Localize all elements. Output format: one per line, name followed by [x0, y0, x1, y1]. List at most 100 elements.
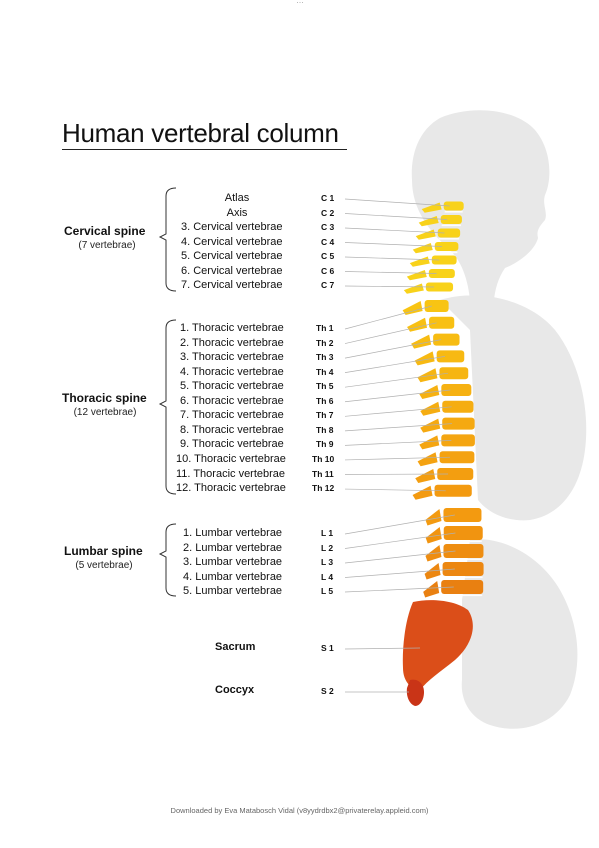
- lumbar-disc-2: [444, 540, 482, 543]
- thoracic-vertebra-process-2: [407, 317, 428, 332]
- thoracic-disc-5: [440, 379, 468, 382]
- thoracic-vertebra-body-8: [442, 417, 475, 430]
- cervical-code-7: C 7: [321, 280, 335, 290]
- cervical-label-6: 6. Cervical vertebrae: [181, 264, 283, 277]
- thoracic-disc-12: [435, 497, 471, 499]
- thoracic-leader-12: [344, 488, 446, 492]
- cervical-leader-5: [344, 256, 440, 261]
- thoracic-leader-6: [344, 389, 451, 403]
- thoracic-disc-10: [440, 463, 474, 466]
- thoracic-code-11: Th 11: [312, 468, 334, 479]
- lumbar-code-1: L 1: [321, 528, 334, 538]
- thoracic-code-4: Th 4: [316, 366, 334, 377]
- cervical-disc-5: [432, 265, 456, 267]
- lumbar-vertebra-process-4: [424, 563, 441, 580]
- thoracic-label-8: 8. Thoracic vertebrae: [180, 423, 284, 436]
- thoracic-vertebra-process-3: [411, 334, 432, 349]
- thoracic-disc-8: [443, 430, 474, 432]
- body-silhouette: [411, 110, 587, 729]
- cervical-bracket: [158, 187, 177, 292]
- title-underline: [62, 149, 347, 150]
- ribcage-silhouette: [440, 295, 587, 521]
- thoracic-vertebra-process-8: [420, 418, 441, 433]
- thoracic-disc-2: [430, 329, 454, 331]
- thoracic-label-5: 5. Thoracic vertebrae: [180, 380, 284, 393]
- thoracic-label-12: 12. Thoracic vertebrae: [176, 482, 286, 495]
- cervical-disc-1: [444, 211, 463, 213]
- thoracic-label-2: 2. Thoracic vertebrae: [180, 336, 284, 349]
- lumbar-label-1: 1. Lumbar vertebrae: [183, 527, 283, 539]
- thoracic-label-10: 10. Thoracic vertebrae: [176, 452, 286, 465]
- thoracic-leader-5: [344, 372, 449, 388]
- thoracic-vertebra-body-1: [424, 300, 449, 312]
- thoracic-vertebra-process-12: [412, 485, 433, 500]
- thoracic-vertebra-body-2: [429, 316, 455, 329]
- lumbar-vertebra-body-5: [441, 580, 484, 594]
- lumbar-disc-3: [444, 558, 483, 561]
- cervical-group-count: (7 vertebrae): [78, 240, 136, 251]
- lumbar-label-4: 4. Lumbar vertebrae: [183, 570, 283, 583]
- cervical-vertebra-body-1: [443, 201, 464, 211]
- thoracic-code-7: Th 7: [316, 410, 334, 421]
- cervical-vertebra-process-3: [415, 229, 436, 240]
- cervical-vertebra-process-4: [412, 243, 433, 254]
- lumbar-disc-5: [442, 594, 483, 597]
- cervical-vertebra-body-7: [425, 282, 454, 292]
- thoracic-vertebra-body-6: [441, 384, 472, 396]
- cervical-leader-4: [344, 242, 442, 247]
- cervical-disc-4: [435, 251, 458, 254]
- thoracic-vertebra-process-9: [419, 435, 440, 450]
- thoracic-label-9: 9. Thoracic vertebrae: [180, 438, 284, 451]
- sacrum-code: S 1: [321, 643, 334, 653]
- cervical-code-1: C 1: [321, 193, 335, 203]
- lumbar-group-count: (5 vertebrae): [75, 560, 133, 571]
- cervical-code-5: C 5: [321, 251, 335, 261]
- thoracic-group-count: (12 vertebrae): [73, 407, 137, 418]
- thoracic-label-6: 6. Thoracic vertebrae: [180, 394, 284, 407]
- cervical-code-2: C 2: [321, 207, 335, 218]
- cervical-vertebra-process-7: [403, 283, 424, 294]
- lumbar-leader-3: [344, 550, 456, 564]
- page-title: Human vertebral column: [62, 118, 339, 148]
- lumbar-code-3: L 3: [321, 557, 334, 567]
- lumbar-leader-4: [344, 568, 455, 578]
- cervical-vertebra-body-2: [440, 215, 462, 224]
- thoracic-vertebra-process-10: [417, 452, 438, 467]
- lumbar-leader-1: [344, 514, 455, 535]
- cervical-leader-1: [344, 198, 450, 207]
- lumbar-label-5: 5. Lumbar vertebrae: [183, 585, 283, 597]
- cervical-vertebra-body-6: [428, 269, 455, 278]
- thoracic-vertebra-body-12: [434, 484, 472, 497]
- lumbar-vertebra-body-2: [443, 526, 483, 540]
- thoracic-disc-1: [425, 312, 448, 315]
- thoracic-vertebra-body-4: [436, 350, 465, 363]
- sacrum-leader: [344, 647, 421, 650]
- lumbar-leader-2: [344, 532, 456, 549]
- thoracic-code-12: Th 12: [312, 483, 335, 494]
- thoracic-vertebra-body-5: [439, 367, 469, 380]
- thoracic-disc-3: [434, 346, 459, 348]
- cervical-leader-3: [344, 227, 445, 234]
- vertebral-column: [402, 201, 484, 706]
- lumbar-label-2: 2. Lumbar vertebrae: [183, 541, 283, 554]
- thoracic-leader-2: [344, 322, 437, 344]
- thoracic-bracket: [158, 319, 177, 495]
- cervical-disc-2: [441, 224, 461, 227]
- lumbar-disc-1: [444, 522, 481, 525]
- cervical-vertebra-process-6: [406, 270, 427, 281]
- cervical-group-title: Cervical spine: [64, 224, 146, 238]
- cervical-code-3: C 3: [321, 222, 335, 232]
- thoracic-code-9: Th 9: [316, 439, 334, 450]
- lumbar-vertebra-body-4: [442, 562, 484, 576]
- lumbar-bracket: [158, 523, 177, 597]
- pelvis-silhouette: [461, 539, 578, 729]
- thoracic-vertebra-body-7: [442, 400, 474, 413]
- thoracic-code-8: Th 8: [316, 424, 334, 435]
- cervical-vertebra-body-4: [434, 242, 459, 251]
- thoracic-vertebra-process-11: [415, 469, 436, 483]
- thoracic-disc-6: [442, 396, 471, 399]
- thoracic-vertebra-body-3: [433, 333, 460, 346]
- thoracic-leader-3: [344, 339, 442, 359]
- lumbar-code-5: L 5: [321, 586, 334, 596]
- lumbar-vertebra-body-3: [443, 544, 484, 558]
